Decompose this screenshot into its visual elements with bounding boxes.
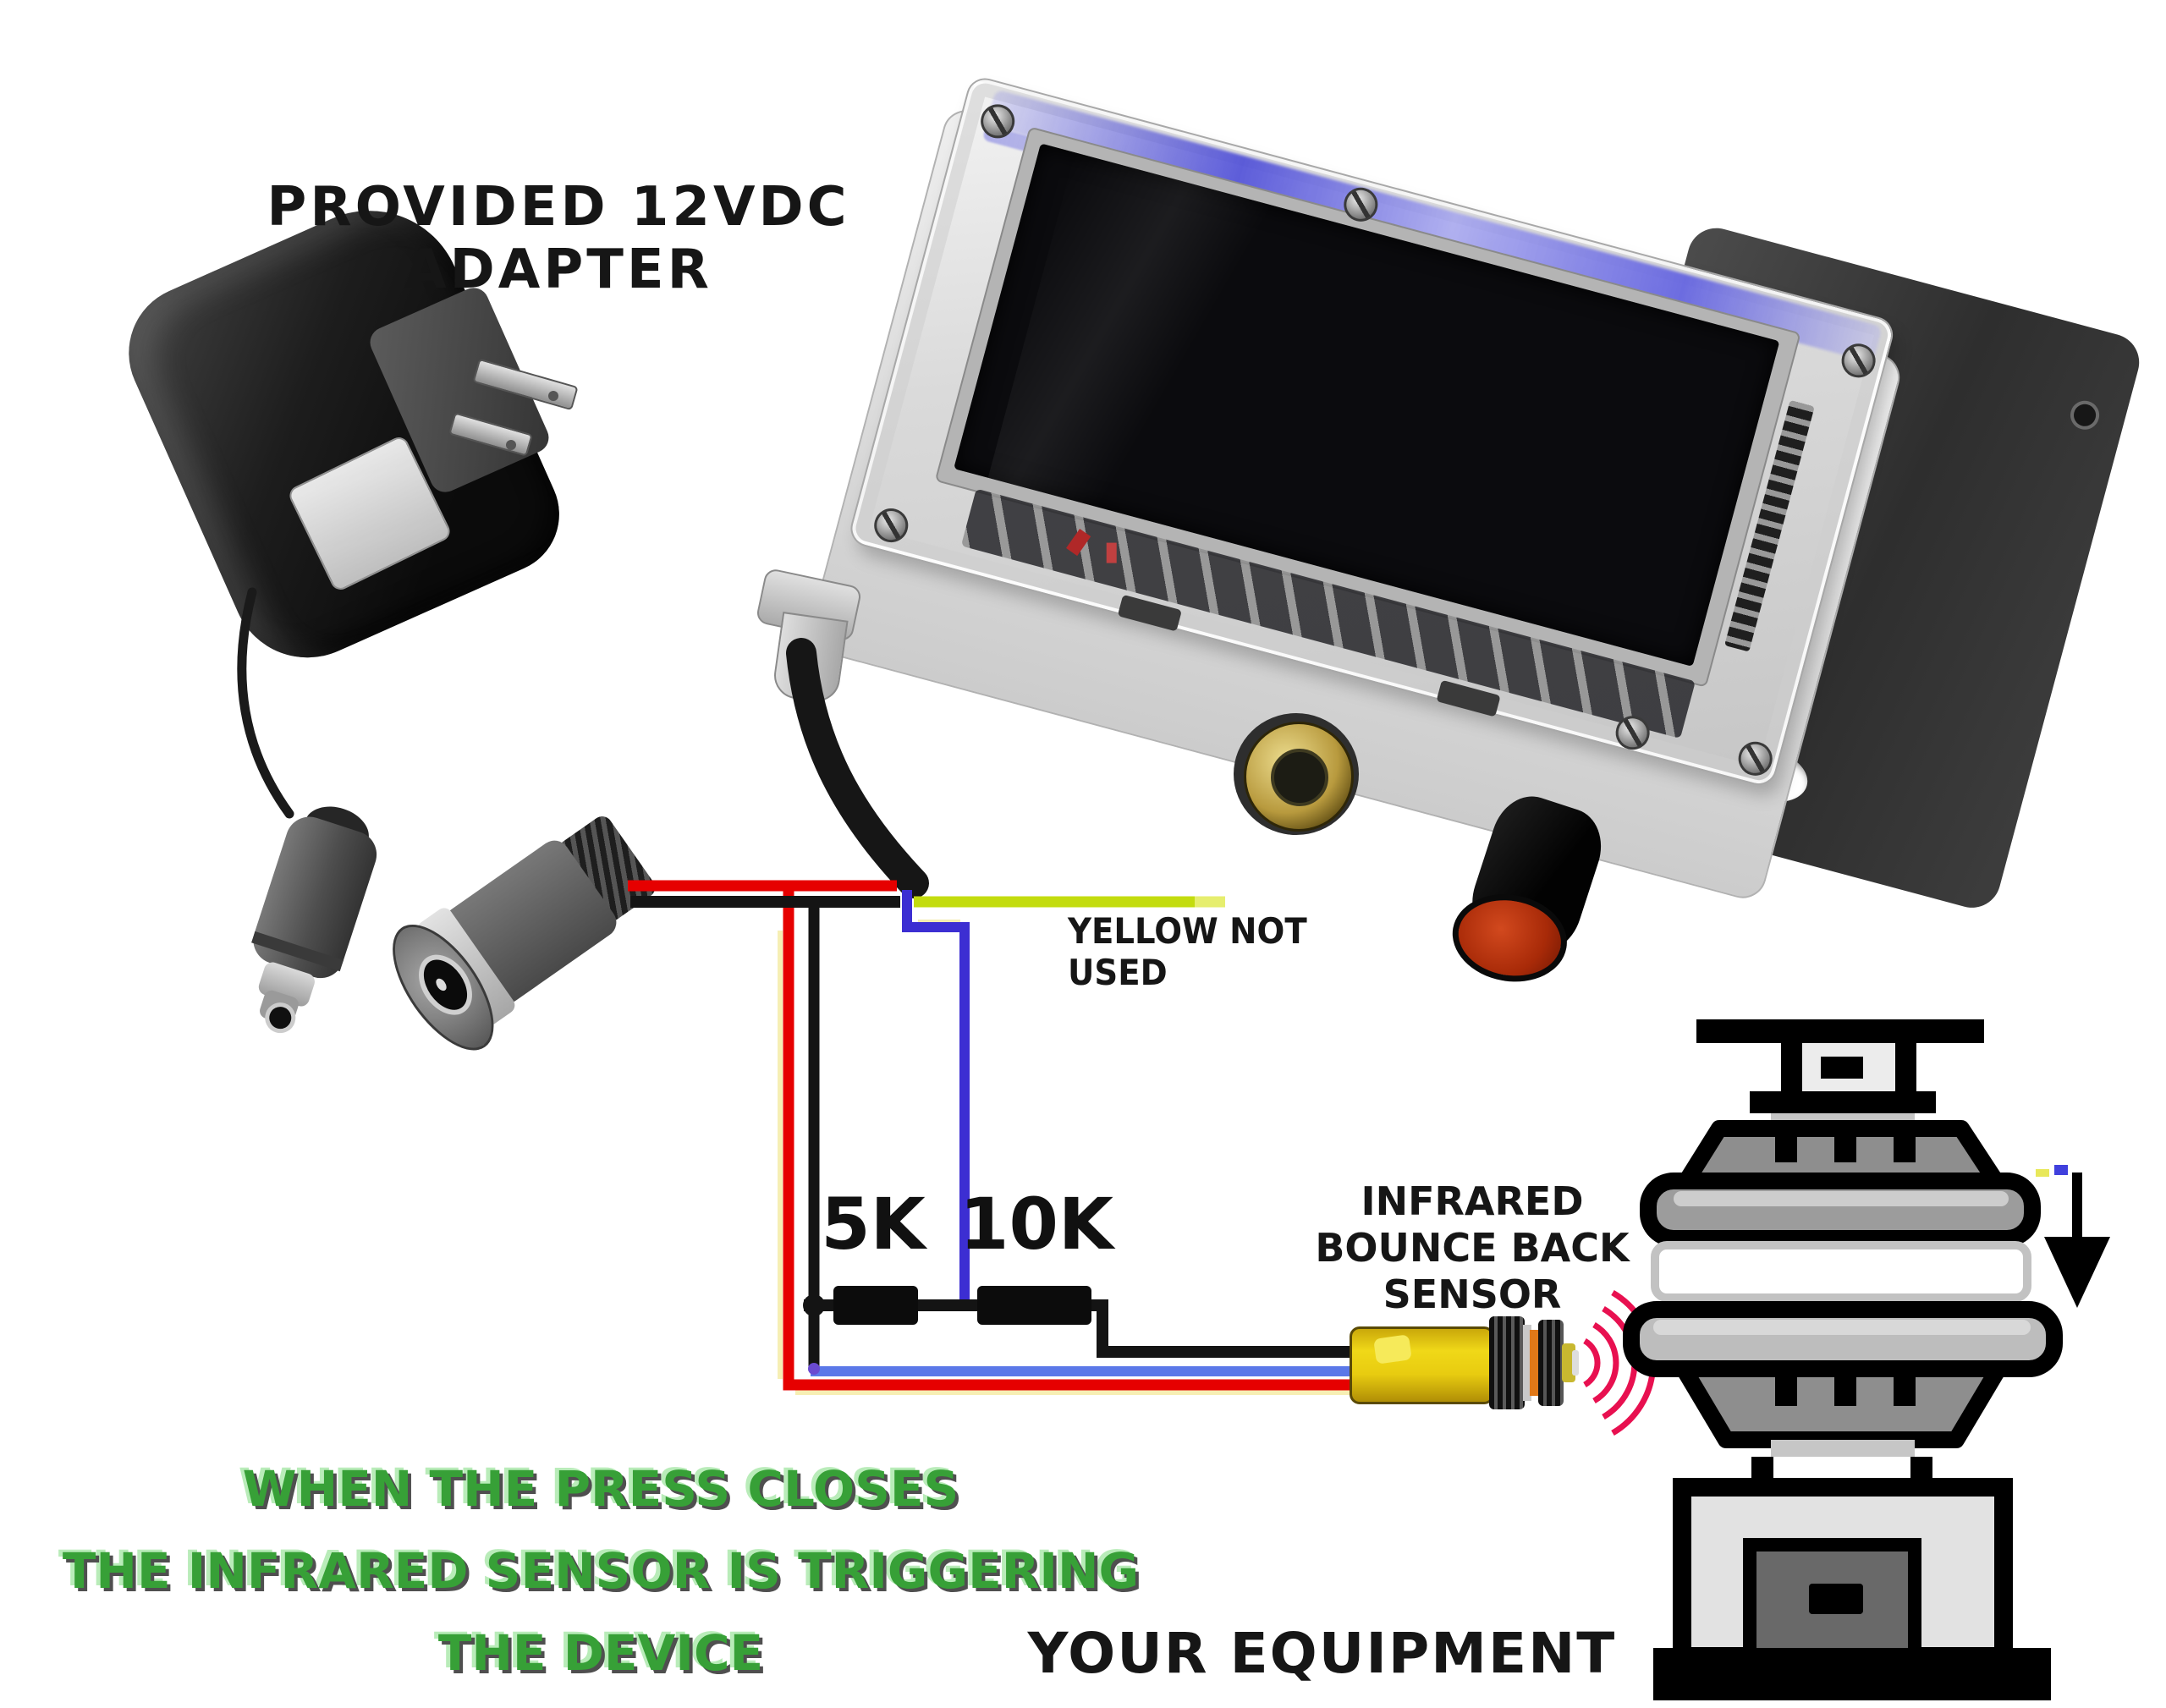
- adapter-cord: [237, 587, 294, 819]
- sensor-label-line3: SENSOR: [1383, 1271, 1562, 1317]
- resistor-lead-wire: [804, 1299, 1362, 1358]
- press-gray-band: [1771, 1440, 1915, 1457]
- sensor-threaded-collar: [1538, 1320, 1564, 1406]
- press-bar2: [1750, 1091, 1936, 1113]
- press-platen-highlight: [1674, 1191, 2009, 1206]
- sensor-silver-ring: [1523, 1325, 1531, 1401]
- yellow-not-used-label: YELLOW NOT USED: [1068, 910, 1307, 993]
- caption-line2: THE INFRARED SENSOR IS TRIGGERING: [62, 1542, 1140, 1600]
- press-tick: [1775, 1129, 1797, 1162]
- resistor-5k-body: [833, 1286, 918, 1325]
- ir-arc: [1583, 1337, 1601, 1388]
- resistor-10k-label: 10K: [959, 1183, 1113, 1266]
- press-stem-column: [1781, 1043, 1802, 1091]
- wire-junction-dot: [803, 1294, 825, 1316]
- sensor-yellow-body: [1350, 1326, 1494, 1404]
- adapter-label: PROVIDED 12VDC ADAPTER: [267, 176, 850, 301]
- press-tick: [1834, 1129, 1856, 1162]
- blue-wire-device: [902, 890, 970, 1310]
- press-caption: WHEN THE PRESS CLOSES THE INFRARED SENSO…: [30, 1448, 1171, 1694]
- gold-connector-hole: [1271, 749, 1328, 806]
- press-stem-slot: [1821, 1057, 1863, 1079]
- press-base-slot: [1809, 1584, 1863, 1614]
- sensor-label: INFRARED BOUNCE BACK SENSOR: [1282, 1178, 1663, 1318]
- press-top-bar: [1696, 1019, 1984, 1043]
- press-machine: [1623, 1019, 2110, 1700]
- down-arrow-head: [2044, 1237, 2110, 1308]
- red-wire-branch: [783, 886, 1359, 1391]
- sensor-tip-nub: [1572, 1350, 1579, 1376]
- sensor-label-line1: INFRARED: [1361, 1178, 1584, 1224]
- caption-line3: THE DEVICE: [437, 1624, 764, 1682]
- press-material-gap: [1651, 1241, 2031, 1302]
- equipment-label: YOUR EQUIPMENT: [1027, 1621, 1617, 1686]
- resistor-5k-label: 5K: [821, 1183, 926, 1266]
- prong-hole: [506, 440, 516, 450]
- wire-junction-purple: [808, 1363, 820, 1375]
- press-tick: [1894, 1129, 1916, 1162]
- press-lower-platen: [1623, 1301, 2063, 1377]
- caption-line1: WHEN THE PRESS CLOSES: [242, 1460, 959, 1518]
- prong-hole: [548, 391, 558, 401]
- press-tick: [1894, 1369, 1916, 1406]
- press-upper-platen: [1640, 1173, 2041, 1247]
- press-platen-highlight: [1653, 1320, 2031, 1335]
- sensor-threaded-collar: [1489, 1316, 1525, 1409]
- sensor-label-line2: BOUNCE BACK: [1315, 1225, 1630, 1271]
- device-cable: [786, 638, 929, 898]
- press-tick: [1834, 1369, 1856, 1406]
- press-tick: [1775, 1369, 1797, 1406]
- press-stem-column: [1895, 1043, 1916, 1091]
- ir-arc: [1592, 1321, 1619, 1404]
- resistor-10k-body: [977, 1286, 1091, 1325]
- sensor-glint: [1373, 1334, 1412, 1365]
- artifact-blue: [2054, 1165, 2068, 1175]
- sensor-orange-ring: [1530, 1330, 1540, 1396]
- artifact-yellow: [2036, 1169, 2049, 1177]
- press-bottom-bar: [1653, 1648, 2051, 1700]
